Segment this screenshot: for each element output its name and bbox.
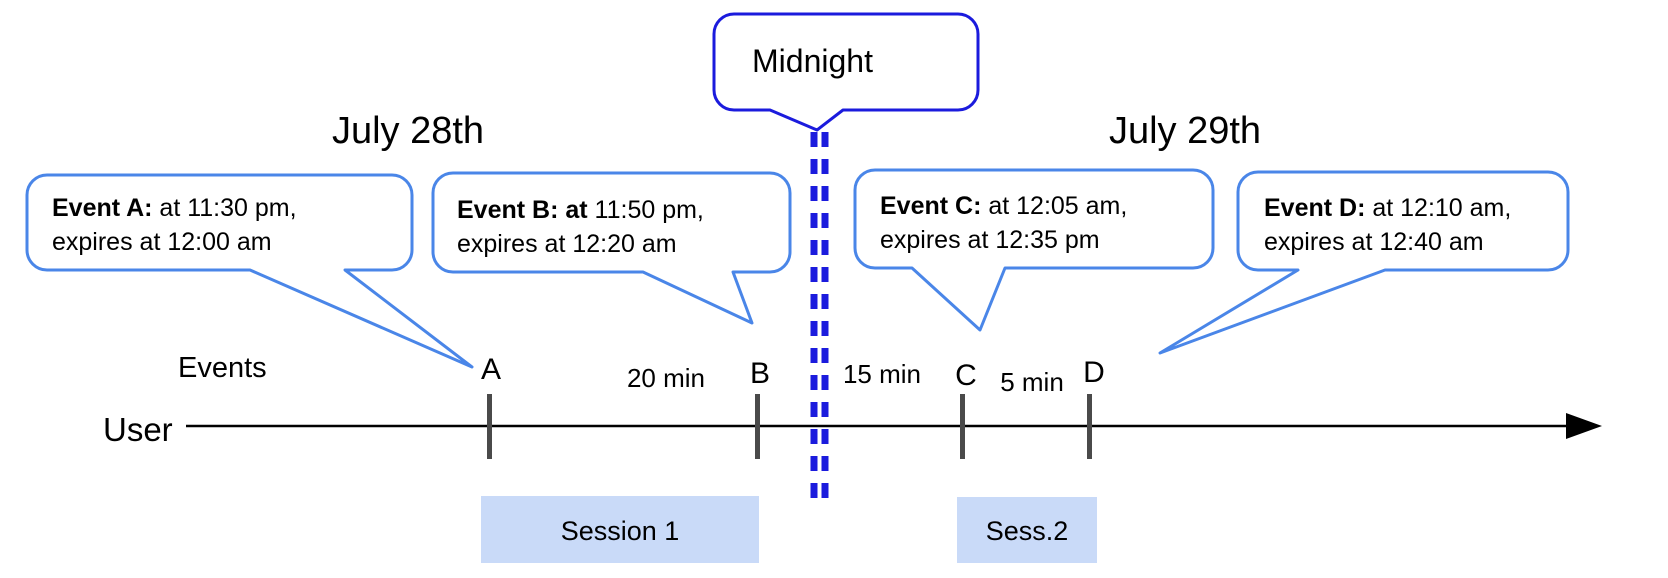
arrow-head-icon xyxy=(1566,413,1602,439)
event-d-callout-line1-rest: at 12:10 am, xyxy=(1365,194,1511,222)
event-c-callout-line1: Event C: at 12:05 am, xyxy=(880,192,1127,220)
event-c-callout-bubble xyxy=(853,168,1215,332)
gap-label-15min: 15 min xyxy=(843,359,921,389)
event-a-callout-line2: expires at 12:00 am xyxy=(52,228,272,256)
tick-label-a: A xyxy=(481,353,501,386)
midnight-callout-bubble xyxy=(712,12,980,132)
session-2-block xyxy=(957,497,1097,563)
tick-event-b xyxy=(755,394,760,459)
event-d-callout-line1: Event D: at 12:10 am, xyxy=(1264,194,1511,222)
event-b-callout-line2: expires at 12:20 am xyxy=(457,230,677,258)
event-c-callout-line1-bold: Event C: xyxy=(880,192,981,220)
session-2-label: Sess.2 xyxy=(986,516,1069,546)
events-lane-label: Events xyxy=(178,352,267,384)
event-b-callout-line1-bold: Event B: at xyxy=(457,196,588,224)
event-d-callout-line1-bold: Event D: xyxy=(1264,194,1365,222)
event-a-callout-line1: Event A: at 11:30 pm, xyxy=(52,194,297,222)
date-title-july-28: July 28th xyxy=(332,110,484,152)
tick-label-d: D xyxy=(1083,356,1105,389)
session-1-label: Session 1 xyxy=(561,516,680,546)
tick-label-c: C xyxy=(955,359,977,392)
gap-label-20min: 20 min xyxy=(627,363,705,393)
user-lane-label: User xyxy=(103,411,173,448)
tick-event-d xyxy=(1087,394,1092,459)
date-title-july-29: July 29th xyxy=(1109,110,1261,152)
tick-event-c xyxy=(960,394,965,459)
event-a-callout-line1-bold: Event A: xyxy=(52,194,152,222)
tick-event-a xyxy=(487,394,492,459)
event-d-callout-line2: expires at 12:40 am xyxy=(1264,228,1484,256)
event-d-callout-bubble xyxy=(1158,170,1570,355)
event-c-callout-line2: expires at 12:35 pm xyxy=(880,226,1100,254)
event-c-callout-line1-rest: at 12:05 am, xyxy=(981,192,1127,220)
event-b-callout-line1-rest: 11:50 pm, xyxy=(588,196,704,224)
gap-label-5min: 5 min xyxy=(1000,367,1064,397)
event-a-callout-bubble xyxy=(25,173,474,369)
event-a-callout-line1-rest: at 11:30 pm, xyxy=(152,194,296,222)
event-b-callout-line1: Event B: at 11:50 pm, xyxy=(457,196,704,224)
session-1-block xyxy=(481,496,759,563)
midnight-callout-label: Midnight xyxy=(752,43,873,79)
event-b-callout-bubble xyxy=(431,171,792,325)
tick-label-b: B xyxy=(750,357,770,390)
